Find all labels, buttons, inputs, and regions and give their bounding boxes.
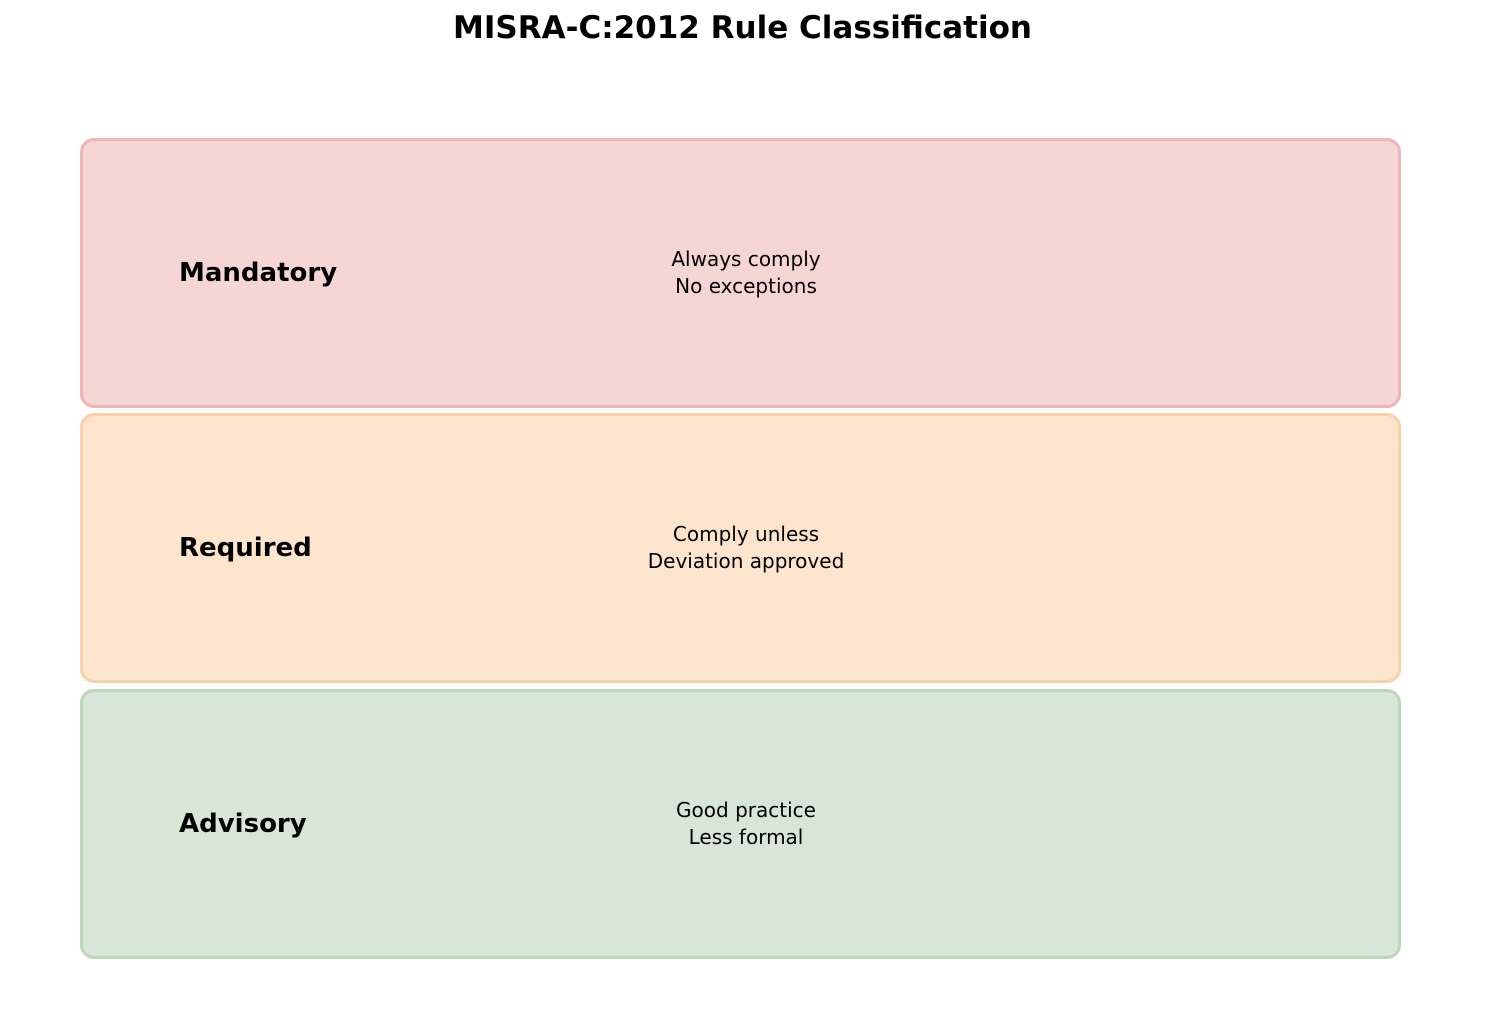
diagram-title: MISRA-C:2012 Rule Classification — [453, 10, 1032, 46]
required-box: Required Comply unless Deviation approve… — [80, 413, 1401, 683]
description-line: Less formal — [688, 825, 804, 849]
advisory-box: Advisory Good practice Less formal — [80, 689, 1401, 959]
category-label: Required — [179, 533, 312, 563]
description-line: Good practice — [676, 798, 816, 822]
category-label: Advisory — [179, 809, 307, 839]
category-description: Good practice Less formal — [676, 797, 816, 851]
description-line: Always comply — [671, 247, 821, 271]
description-line: Comply unless — [672, 522, 820, 546]
mandatory-box: Mandatory Always comply No exceptions — [80, 138, 1401, 408]
category-label: Mandatory — [179, 258, 338, 288]
category-description: Comply unless Deviation approved — [648, 521, 845, 575]
description-line: Deviation approved — [647, 549, 845, 573]
category-description: Always comply No exceptions — [671, 246, 820, 300]
description-line: No exceptions — [675, 274, 817, 298]
